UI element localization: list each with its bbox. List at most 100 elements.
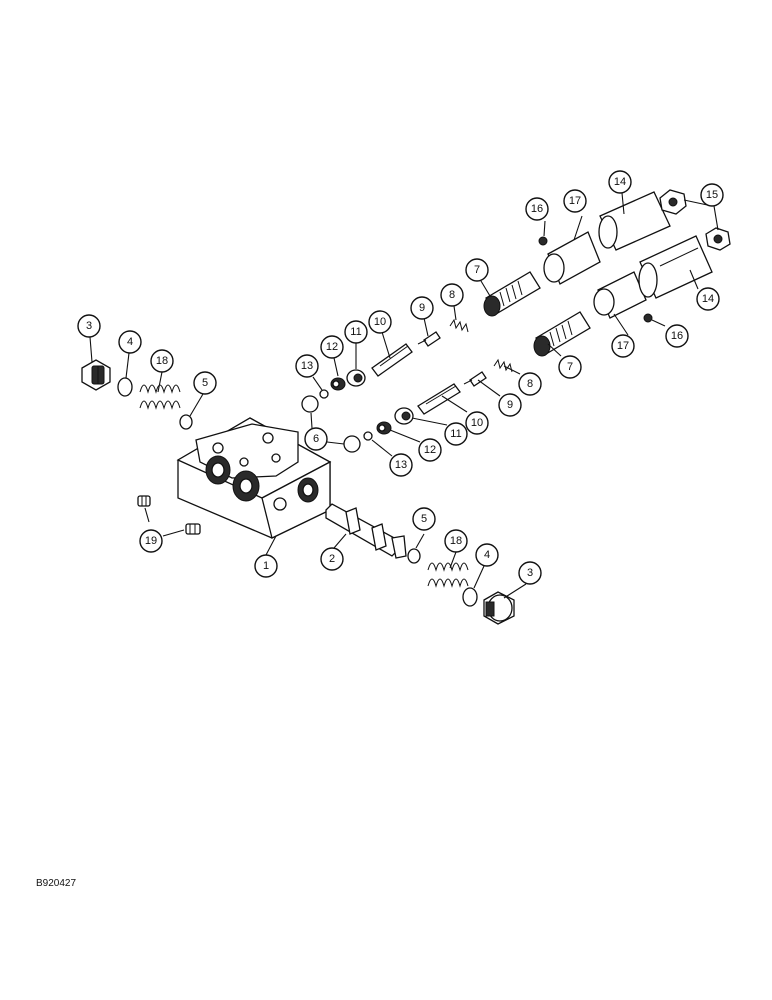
callout-10-upper: 10	[368, 310, 392, 334]
callout-7-lower-label: 7	[567, 361, 573, 373]
figure-code: B920427	[36, 878, 77, 889]
callout-4-right-label: 4	[484, 549, 490, 561]
callout-19: 19	[139, 529, 163, 553]
o-ring-right	[462, 587, 478, 607]
callout-5-right-label: 5	[421, 513, 427, 525]
callout-7-lower: 7	[558, 355, 582, 379]
callout-14-lower: 14	[696, 287, 720, 311]
nut-15-lower	[705, 227, 731, 251]
callout-18-left-label: 18	[156, 355, 168, 367]
callout-8-upper: 8	[440, 283, 464, 307]
poppet-12-lower	[376, 421, 392, 435]
callout-13-lower: 13	[389, 453, 413, 477]
pilot-9-upper	[417, 331, 441, 347]
spring-8-lower	[493, 358, 513, 373]
callout-3-left: 3	[77, 314, 101, 338]
callout-4-right: 4	[475, 543, 499, 567]
callout-8-upper-label: 8	[449, 289, 455, 301]
callout-10-upper-label: 10	[374, 316, 386, 328]
callout-3-right-label: 3	[527, 567, 533, 579]
callout-9-upper-label: 9	[419, 302, 425, 314]
callout-13-upper-label: 13	[301, 360, 313, 372]
seal-13-upper	[319, 389, 329, 399]
plug-left	[81, 359, 111, 391]
callout-12-lower-label: 12	[424, 444, 436, 456]
nut-16-upper	[538, 236, 548, 246]
callout-15-label: 15	[706, 189, 718, 201]
callout-7-upper: 7	[465, 258, 489, 282]
callout-17-lower: 17	[611, 334, 635, 358]
callout-3-left-label: 3	[86, 320, 92, 332]
callout-11-upper: 11	[344, 320, 368, 344]
callout-9-lower: 9	[498, 393, 522, 417]
sleeve-10-upper	[371, 343, 413, 377]
callout-14-upper: 14	[608, 170, 632, 194]
callout-2-label: 2	[329, 553, 335, 565]
callout-8-lower: 8	[518, 372, 542, 396]
spring-8-upper	[449, 318, 469, 333]
callout-17-upper: 17	[563, 189, 587, 213]
coil-17-lower	[593, 271, 647, 319]
callout-10-lower: 10	[465, 411, 489, 435]
callout-16-upper: 16	[525, 197, 549, 221]
sleeve-10-lower	[417, 383, 461, 415]
callout-11-lower-label: 11	[450, 428, 461, 440]
callout-8-lower-label: 8	[527, 378, 533, 390]
o-ring-6-lower	[343, 435, 361, 453]
seat-11-upper	[346, 369, 366, 387]
callout-18-right: 18	[444, 529, 468, 553]
washer-right	[407, 548, 421, 564]
spool	[325, 503, 407, 559]
cover-14-upper	[598, 191, 671, 251]
callout-12-lower: 12	[418, 438, 442, 462]
callout-17-upper-label: 17	[569, 195, 581, 207]
callout-13-upper: 13	[295, 354, 319, 378]
pilot-9-lower	[463, 371, 487, 387]
callout-5-right: 5	[412, 507, 436, 531]
o-ring-6-upper	[301, 395, 319, 413]
callout-5-left: 5	[193, 371, 217, 395]
fitting-lower	[185, 523, 201, 535]
plug-right	[483, 591, 515, 625]
callout-10-lower-label: 10	[471, 417, 483, 429]
nut-15-upper	[659, 189, 687, 215]
callout-4-left-label: 4	[127, 336, 133, 348]
spring-right	[427, 562, 469, 588]
seat-11-lower	[394, 407, 414, 425]
callout-9-lower-label: 9	[507, 399, 513, 411]
callout-4-left: 4	[118, 330, 142, 354]
callout-7-upper-label: 7	[474, 264, 480, 276]
leader-lines	[89, 192, 719, 599]
o-ring-left	[117, 377, 133, 397]
callout-14-lower-label: 14	[702, 293, 714, 305]
callout-16-upper-label: 16	[531, 203, 543, 215]
coil-17-upper	[543, 231, 601, 285]
callout-11-lower: 11	[444, 422, 468, 446]
callout-3-right: 3	[518, 561, 542, 585]
callout-5-left-label: 5	[202, 377, 208, 389]
callout-13-lower-label: 13	[395, 459, 407, 471]
callout-15: 15	[700, 183, 724, 207]
nut-16-lower	[643, 313, 653, 323]
callout-1: 1	[254, 554, 278, 578]
cartridge-7-upper	[483, 271, 541, 317]
callout-12-upper-label: 12	[326, 341, 338, 353]
callout-12-upper: 12	[320, 335, 344, 359]
callout-17-lower-label: 17	[617, 340, 629, 352]
callout-14-upper-label: 14	[614, 176, 626, 188]
seal-13-lower	[363, 431, 373, 441]
callout-16-lower-label: 16	[671, 330, 683, 342]
callout-1-label: 1	[263, 560, 269, 572]
callout-2: 2	[320, 547, 344, 571]
valve-body	[176, 417, 332, 539]
fitting-upper	[137, 495, 151, 507]
washer-left	[179, 414, 193, 430]
callout-9-upper: 9	[410, 296, 434, 320]
callout-6: 6	[304, 427, 328, 451]
spring-left	[139, 384, 181, 410]
callout-16-lower: 16	[665, 324, 689, 348]
callout-11-upper-label: 11	[350, 326, 361, 338]
callout-19-label: 19	[145, 535, 157, 547]
poppet-12-upper	[330, 377, 346, 391]
